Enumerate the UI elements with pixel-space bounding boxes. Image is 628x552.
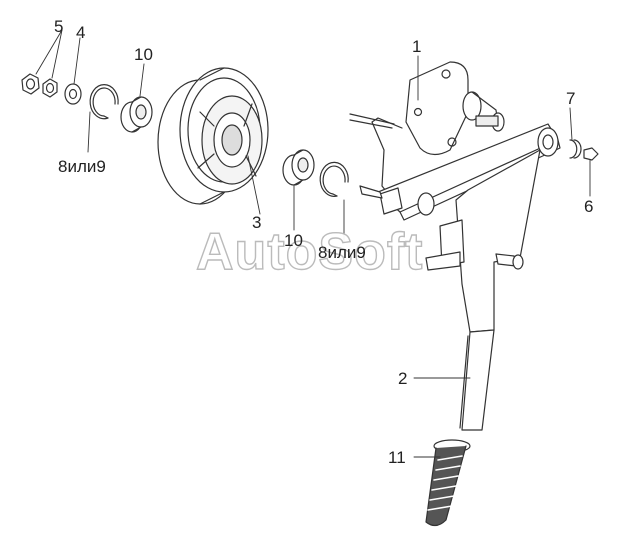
nut-part	[21, 73, 40, 95]
bearing-part	[282, 149, 315, 186]
grip-handle-part	[425, 439, 471, 527]
washer-small-part	[42, 78, 58, 98]
callout-10-left: 10	[134, 45, 153, 64]
callout-8or9-right: 8или9	[318, 243, 366, 262]
washer-part	[64, 83, 82, 105]
callout-8or9-left: 8или9	[58, 157, 106, 176]
lever-arm-part	[359, 123, 561, 431]
callout-7: 7	[566, 89, 576, 108]
callout-10-right: 10	[284, 231, 303, 250]
callout-5: 5	[54, 17, 64, 36]
callout-6: 6	[584, 197, 594, 216]
callout-2: 2	[398, 369, 408, 388]
bearing-part	[120, 96, 153, 133]
circlip-part	[319, 161, 349, 197]
callout-4: 4	[76, 23, 86, 42]
pulley-part	[157, 67, 269, 205]
leader-lines	[35, 29, 591, 458]
callout-3: 3	[252, 213, 262, 232]
watermark-text: AutoSoft	[195, 222, 424, 281]
circlip-part	[89, 84, 119, 120]
callout-11: 11	[388, 448, 406, 467]
callout-1: 1	[412, 37, 422, 56]
bracket-part	[349, 61, 505, 197]
spring-pin-part	[569, 139, 582, 159]
cap-part	[583, 147, 599, 161]
